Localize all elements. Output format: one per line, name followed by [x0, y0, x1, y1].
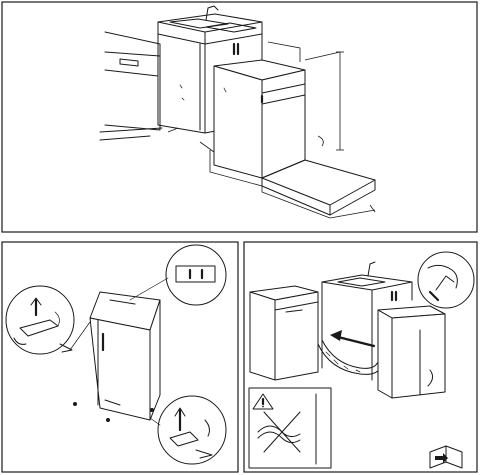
panel-bottom-right-slide-in	[244, 242, 477, 472]
dishwasher-unit	[214, 60, 305, 178]
panel-top-installation-dimensions	[2, 2, 477, 232]
adjacent-kitchen-cabinets	[100, 32, 162, 140]
slide-in-arrow-icon	[330, 330, 374, 346]
foot-marker	[106, 418, 110, 422]
magnifier-bottom-hinge	[150, 396, 226, 464]
foot-marker	[150, 408, 154, 412]
warning-box	[249, 388, 331, 468]
next-page-book-icon	[430, 446, 462, 468]
dishwasher-freestanding	[250, 286, 318, 380]
magnifier-left-hinge	[6, 286, 90, 354]
panel-bottom-left-hinge	[2, 242, 238, 472]
foot-marker	[73, 402, 77, 406]
magnifier-hose-clip	[418, 252, 474, 308]
dishwasher-body-hinges	[90, 292, 160, 420]
dishwasher-installed-right	[378, 306, 445, 398]
door-swing-arc	[318, 136, 323, 146]
magnifier-top-bracket	[130, 245, 226, 305]
